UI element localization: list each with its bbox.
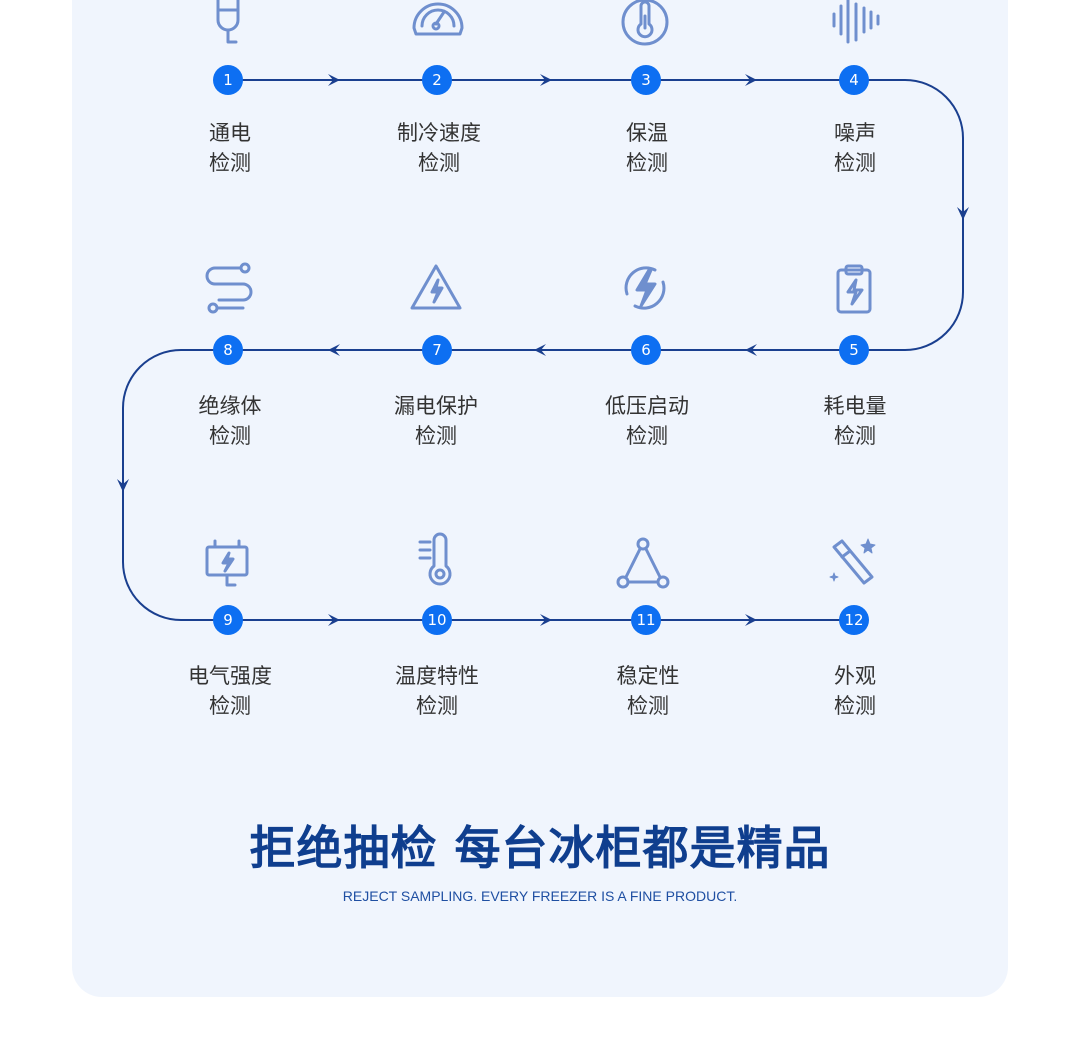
step-subtitle: 检测 <box>415 424 457 448</box>
step-number-11: 11 <box>631 605 661 635</box>
step-subtitle: 检测 <box>209 694 251 718</box>
step-title: 电气强度 <box>188 664 272 688</box>
step-title: 漏电保护 <box>394 394 478 418</box>
step-subtitle: 检测 <box>418 151 460 175</box>
step-subtitle: 检测 <box>627 694 669 718</box>
step-subtitle: 检测 <box>626 424 668 448</box>
step-subtitle: 检测 <box>626 151 668 175</box>
step-number-12: 12 <box>839 605 869 635</box>
gauge-icon <box>408 0 468 50</box>
step-number-3: 3 <box>631 65 661 95</box>
battery-clipboard-icon <box>824 260 884 320</box>
step-label-5: 耗电量检测 <box>765 391 945 451</box>
step-title: 温度特性 <box>395 664 479 688</box>
slogan-heading: 拒绝抽检 每台冰柜都是精品 <box>249 821 831 875</box>
step-label-1: 通电检测 <box>140 118 320 178</box>
step-title: 制冷速度 <box>397 121 481 145</box>
step-label-12: 外观检测 <box>765 661 945 721</box>
electric-panel-icon <box>197 533 257 593</box>
step-title: 耗电量 <box>823 394 887 418</box>
thermometer-icon <box>406 532 466 592</box>
slogan-subtitle: REJECT SAMPLING. EVERY FREEZER IS A FINE… <box>342 888 738 904</box>
step-subtitle: 检测 <box>834 151 876 175</box>
step-label-10: 温度特性检测 <box>347 661 527 721</box>
magic-wand-icon <box>822 533 882 593</box>
step-number-8: 8 <box>213 335 243 365</box>
step-title: 低压启动 <box>605 394 689 418</box>
triangle-nodes-icon <box>613 534 673 594</box>
step-number-1: 1 <box>213 65 243 95</box>
step-number-2: 2 <box>422 65 452 95</box>
step-number-5: 5 <box>839 335 869 365</box>
step-title: 稳定性 <box>616 664 680 688</box>
step-title: 绝缘体 <box>198 394 262 418</box>
plug-icon <box>198 0 258 50</box>
step-number-7: 7 <box>422 335 452 365</box>
step-subtitle: 检测 <box>209 151 251 175</box>
step-label-11: 稳定性检测 <box>558 661 738 721</box>
thermometer-circle-icon <box>615 0 675 52</box>
step-number-6: 6 <box>631 335 661 365</box>
step-title: 外观 <box>834 664 876 688</box>
step-label-9: 电气强度检测 <box>140 661 320 721</box>
content-card <box>72 0 1008 997</box>
step-title: 通电 <box>209 121 251 145</box>
step-number-10: 10 <box>422 605 452 635</box>
step-label-6: 低压启动检测 <box>557 391 737 451</box>
step-subtitle: 检测 <box>209 424 251 448</box>
step-label-7: 漏电保护检测 <box>346 391 526 451</box>
step-subtitle: 检测 <box>834 424 876 448</box>
step-number-9: 9 <box>213 605 243 635</box>
step-title: 保温 <box>626 121 668 145</box>
step-number-4: 4 <box>839 65 869 95</box>
step-label-2: 制冷速度检测 <box>349 118 529 178</box>
route-icon <box>199 258 259 318</box>
step-title: 噪声 <box>834 121 876 145</box>
step-subtitle: 检测 <box>416 694 458 718</box>
step-label-4: 噪声检测 <box>765 118 945 178</box>
lightning-circle-icon <box>615 258 675 318</box>
sound-wave-icon <box>826 0 886 50</box>
warning-triangle-icon <box>406 258 466 318</box>
step-label-3: 保温检测 <box>557 118 737 178</box>
step-subtitle: 检测 <box>834 694 876 718</box>
step-label-8: 绝缘体检测 <box>140 391 320 451</box>
